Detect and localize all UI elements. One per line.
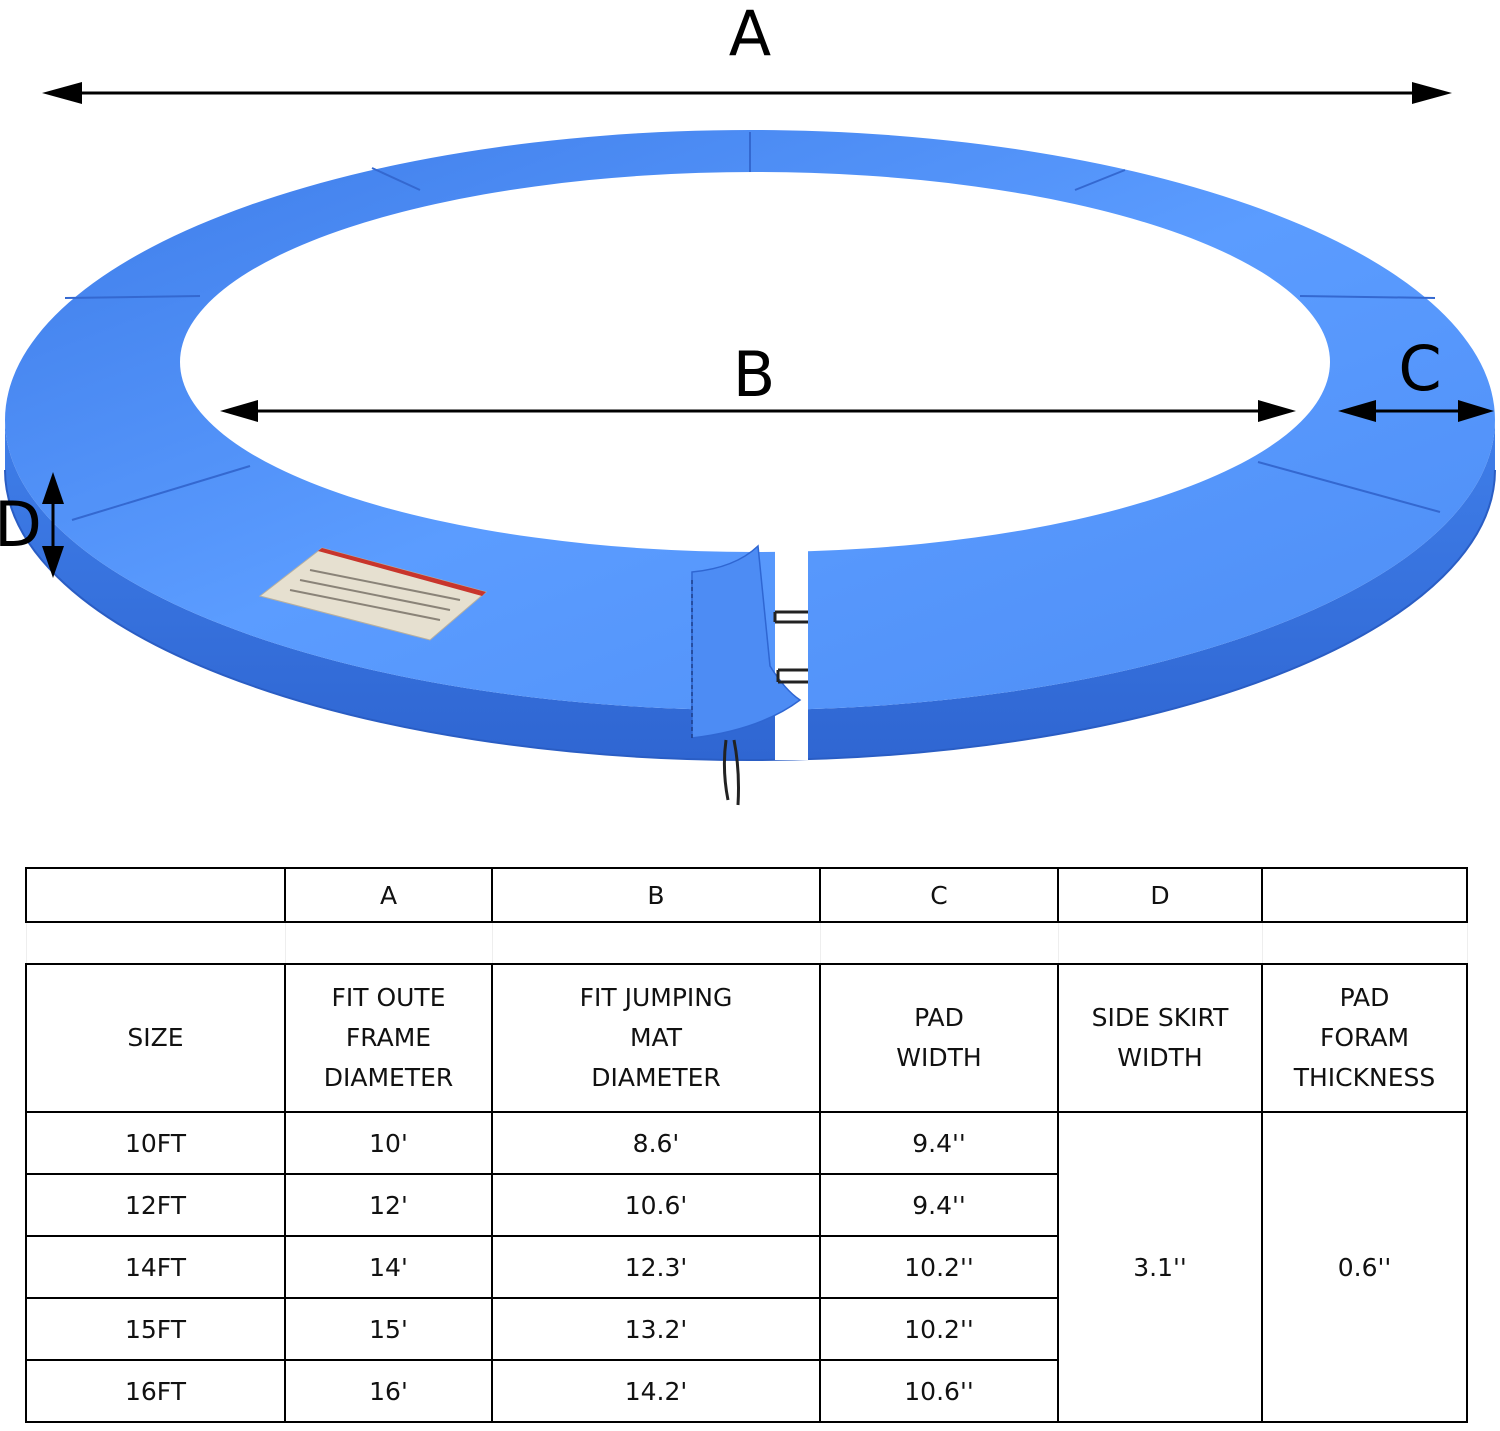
dimension-d-label: D [0,488,42,561]
mat-diameter-cell: 12.3' [491,1235,821,1299]
header-foam-thickness: PAD FORAM THICKNESS [1261,963,1468,1113]
pad-width-cell: 10.6'' [819,1359,1059,1423]
header-frame-diameter: FIT OUTE FRAME DIAMETER [284,963,493,1113]
header-size: SIZE [25,963,286,1113]
column-header-row: SIZE FIT OUTE FRAME DIAMETER FIT JUMPING… [25,963,1468,1113]
pad-ring [4,130,1496,761]
pad-width-cell: 9.4'' [819,1111,1059,1175]
header-pad-width: PAD WIDTH [819,963,1059,1113]
table-row: 15FT 15' 13.2' 10.2'' [25,1297,1467,1361]
dimension-c-arrow [1338,400,1494,422]
size-cell: 14FT [25,1235,286,1299]
table-row: 14FT 14' 12.3' 10.2'' [25,1235,1467,1299]
mat-diameter-cell: 10.6' [491,1173,821,1237]
size-cell: 15FT [25,1297,286,1361]
letter-cell: D [1057,867,1263,923]
mat-diameter-cell: 8.6' [491,1111,821,1175]
trampoline-pad-diagram: A B C D [0,0,1496,806]
table-row: 10FT 10' 8.6' 9.4'' 3.1'' 0.6'' [25,1111,1468,1423]
pad-end-flap [691,544,802,739]
table-row: 16FT 16' 14.2' 10.6'' [25,1359,1467,1423]
frame-diameter-cell: 12' [284,1173,493,1237]
letter-cell: C [819,867,1059,923]
foam-thickness-cell: 0.6'' [1261,1111,1468,1423]
frame-diameter-cell: 15' [284,1297,493,1361]
pad-outer-bottom [4,469,1496,761]
dimension-a-label: A [729,0,771,70]
frame-diameter-cell: 16' [284,1359,493,1423]
letter-cell [25,867,286,923]
pad-width-cell: 9.4'' [819,1173,1059,1237]
pad-width-cell: 10.2'' [819,1235,1059,1299]
pad-side [5,420,1495,760]
dimension-c-label: C [1398,332,1441,405]
tie-straps [722,610,808,806]
size-cell: 12FT [25,1173,286,1237]
letter-cell: B [491,867,821,923]
spacer-row [25,921,1468,965]
letter-cell [1261,867,1468,923]
safety-label [258,547,488,641]
table-row: 12FT 12' 10.6' 9.4'' [25,1173,1467,1237]
size-cell: 16FT [25,1359,286,1423]
frame-diameter-cell: 10' [284,1111,493,1175]
dimension-b-arrow [220,400,1296,422]
dimension-a-arrow [42,82,1452,104]
header-side-skirt-width: SIDE SKIRT WIDTH [1057,963,1263,1113]
side-skirt-width-cell: 3.1'' [1057,1111,1263,1423]
pad-width-cell: 10.2'' [819,1297,1059,1361]
header-mat-diameter: FIT JUMPING MAT DIAMETER [491,963,821,1113]
pad-seams [64,132,1441,521]
size-specification-table: A B C D SIZE FIT OUTE FRAME DIAMETER FIT… [25,867,1468,1423]
dimension-letter-row: A B C D [25,867,1468,923]
letter-cell: A [284,867,493,923]
dimension-d-arrow [42,472,64,578]
mat-diameter-cell: 14.2' [491,1359,821,1423]
dimension-b-label: B [733,338,776,411]
mat-diameter-cell: 13.2' [491,1297,821,1361]
size-cell: 10FT [25,1111,286,1175]
frame-diameter-cell: 14' [284,1235,493,1299]
